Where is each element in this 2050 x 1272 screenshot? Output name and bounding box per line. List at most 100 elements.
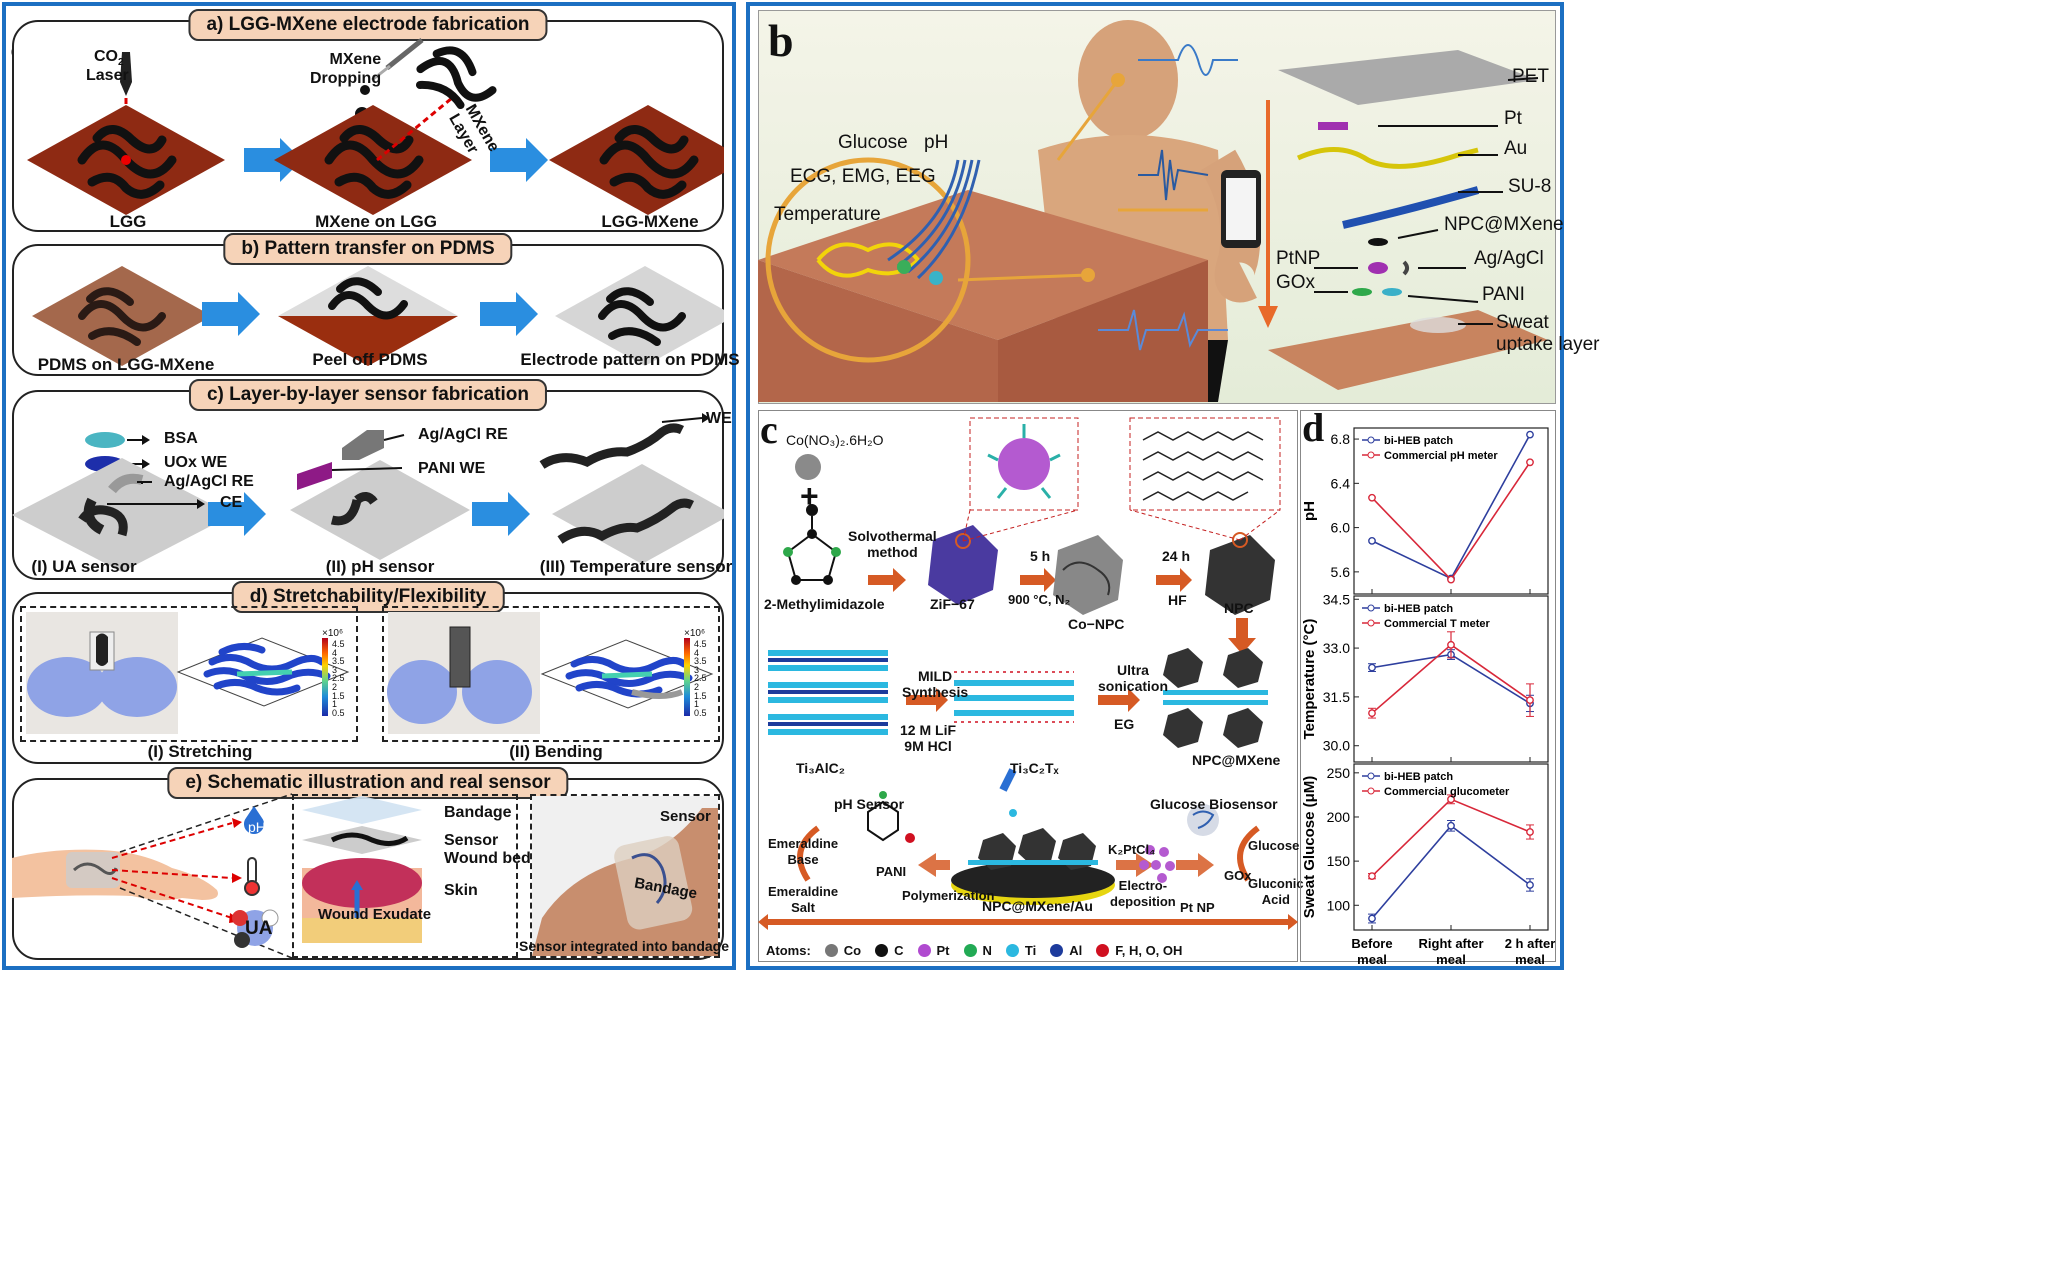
polymerization-label: Polymerization [902, 888, 995, 903]
panel-c-letter: c [760, 407, 778, 452]
agagcl-re-label-1: Ag/AgCl RE [164, 473, 254, 490]
step-5h-label: 5 h [1030, 548, 1051, 564]
legend-label: bi-HEB patch [1384, 435, 1453, 447]
atom-dot-icon [1005, 943, 1019, 957]
wound-exudate-label: Wound Exudate [318, 906, 432, 923]
colorbar-exp-2: ×10⁶ [684, 628, 706, 639]
data-point [1368, 536, 1376, 545]
section-c-drawing [12, 413, 724, 572]
y-tick-label: 34.5 [1323, 591, 1350, 607]
ph-icon-label: pH [248, 819, 266, 835]
atom-dot-icon [824, 943, 838, 957]
laser-label: Laser [86, 67, 129, 84]
mild-label: MILD Synthesis [902, 668, 969, 700]
colorbar-tick: 4.5 [332, 639, 345, 649]
step-900-label: 900 °C, N₂ [1008, 592, 1071, 607]
series-line [1371, 824, 1531, 920]
ce-label: CE [220, 494, 243, 511]
glucose-biosensor-label: Glucose Biosensor [1150, 796, 1278, 812]
section-e-drawing [12, 793, 718, 959]
y-tick-label: 150 [1327, 853, 1351, 869]
x-tick-label: 2 h after [1505, 936, 1556, 951]
y-tick-label: 100 [1327, 897, 1351, 913]
ph-label: pH [924, 132, 949, 153]
data-point [1526, 881, 1534, 889]
step-pattern-label: Electrode pattern on PDMS [520, 350, 740, 369]
legend-marker [1367, 772, 1375, 780]
colorbar-tick: 3.5 [332, 656, 345, 667]
lif-label: 12 M LiF 9M HCl [900, 722, 957, 754]
colorbar-tick: 2 [694, 681, 700, 692]
ua-icon-label: UA [245, 918, 273, 939]
data-point [1368, 914, 1376, 923]
layer-pt: Pt [1504, 108, 1522, 129]
k2ptcl4-label: K₂PtCl₄ [1108, 842, 1156, 857]
ptnp-label: PtNP [1276, 248, 1321, 269]
step-lgg-mxene-label: LGG-MXene [601, 212, 699, 231]
section-c-title: c) Layer-by-layer sensor fabrication [188, 379, 548, 411]
atom-name: Ti [1024, 942, 1037, 958]
solvothermal-label: Solvothermal method [848, 528, 937, 560]
layer-pani: PANI [1482, 284, 1525, 305]
y-tick-label: 250 [1327, 765, 1351, 781]
step-peel-label: Peel off PDMS [312, 350, 428, 369]
colorbar-tick: 3 [332, 664, 338, 675]
atom-dot-icon [917, 943, 931, 957]
atom-dot-icon [1050, 943, 1064, 957]
layer-npc-mxene: NPC@MXene [1444, 214, 1564, 235]
atom-legend-item: C [875, 943, 904, 958]
ua-sensor-label: (I) UA sensor [31, 557, 137, 576]
colorbar-tick: 4 [694, 647, 700, 658]
y-tick-label: 33.0 [1323, 640, 1350, 656]
electrodeposition-label: Electro- deposition [1110, 878, 1176, 909]
real-sensor-frame [530, 794, 720, 958]
colorbar-tick: 4 [332, 647, 338, 658]
legend-marker [1367, 451, 1375, 459]
wound-schematic-frame [292, 794, 518, 958]
panel-b-border [746, 2, 1564, 970]
colorbar-tick: 0.5 [332, 707, 345, 718]
eg-label: EG [1114, 716, 1135, 732]
pani-we-label: PANI WE [418, 460, 486, 477]
ph-sensor-c-label: pH Sensor [834, 796, 905, 812]
stretching-label: (I) Stretching [147, 742, 253, 761]
sensor-label: Sensor [444, 832, 499, 849]
data-point [1368, 493, 1376, 502]
x-tick-label: meal [1436, 952, 1466, 967]
y-tick-label: 31.5 [1323, 689, 1350, 705]
layer-sweat: Sweat uptake layer [1496, 312, 1600, 355]
colorbar-tick: 1 [694, 699, 700, 710]
layer-su8: SU-8 [1508, 176, 1552, 197]
panel-a-border [2, 2, 736, 970]
colorbar-tick: 0.5 [694, 707, 707, 718]
bending-frame [382, 606, 720, 742]
y-tick-label: 30.0 [1323, 738, 1350, 754]
plus-label: + [800, 478, 819, 514]
npc-mxene-au-label: NPC@MXene/Au [982, 898, 1093, 914]
y-axis-label: Temperature (°C) [1301, 619, 1318, 740]
layer-pet: PET [1512, 66, 1549, 87]
colorbar-tick: 4.5 [694, 639, 707, 649]
y-axis-label: Sweat Glucose (μM) [1301, 776, 1318, 919]
colorbar-tick: 1 [332, 699, 338, 710]
legend-marker [1367, 787, 1375, 795]
data-point [1447, 795, 1455, 804]
bsa-label: BSA [164, 430, 198, 447]
colorbar-tick: 3 [694, 664, 700, 675]
atom-dot-icon [1096, 943, 1110, 957]
data-point [1447, 575, 1455, 584]
legend-marker [1367, 436, 1375, 444]
emeraldine-salt-label: Emeraldine Salt [768, 884, 839, 915]
layer-agagcl: Ag/AgCl [1474, 248, 1544, 269]
step-lgg-label: LGG [109, 212, 147, 231]
atoms-legend-title: Atoms: [766, 942, 811, 958]
ti3alc2-label: Ti₃AlC₂ [796, 760, 845, 776]
data-point [1368, 663, 1376, 672]
section-d-title: d) Stretchability/Flexibility [231, 581, 505, 613]
data-point [1526, 696, 1534, 705]
atom-legend-item: Al [1050, 943, 1082, 958]
layer-au: Au [1504, 138, 1528, 159]
atom-name: Co [843, 942, 862, 958]
